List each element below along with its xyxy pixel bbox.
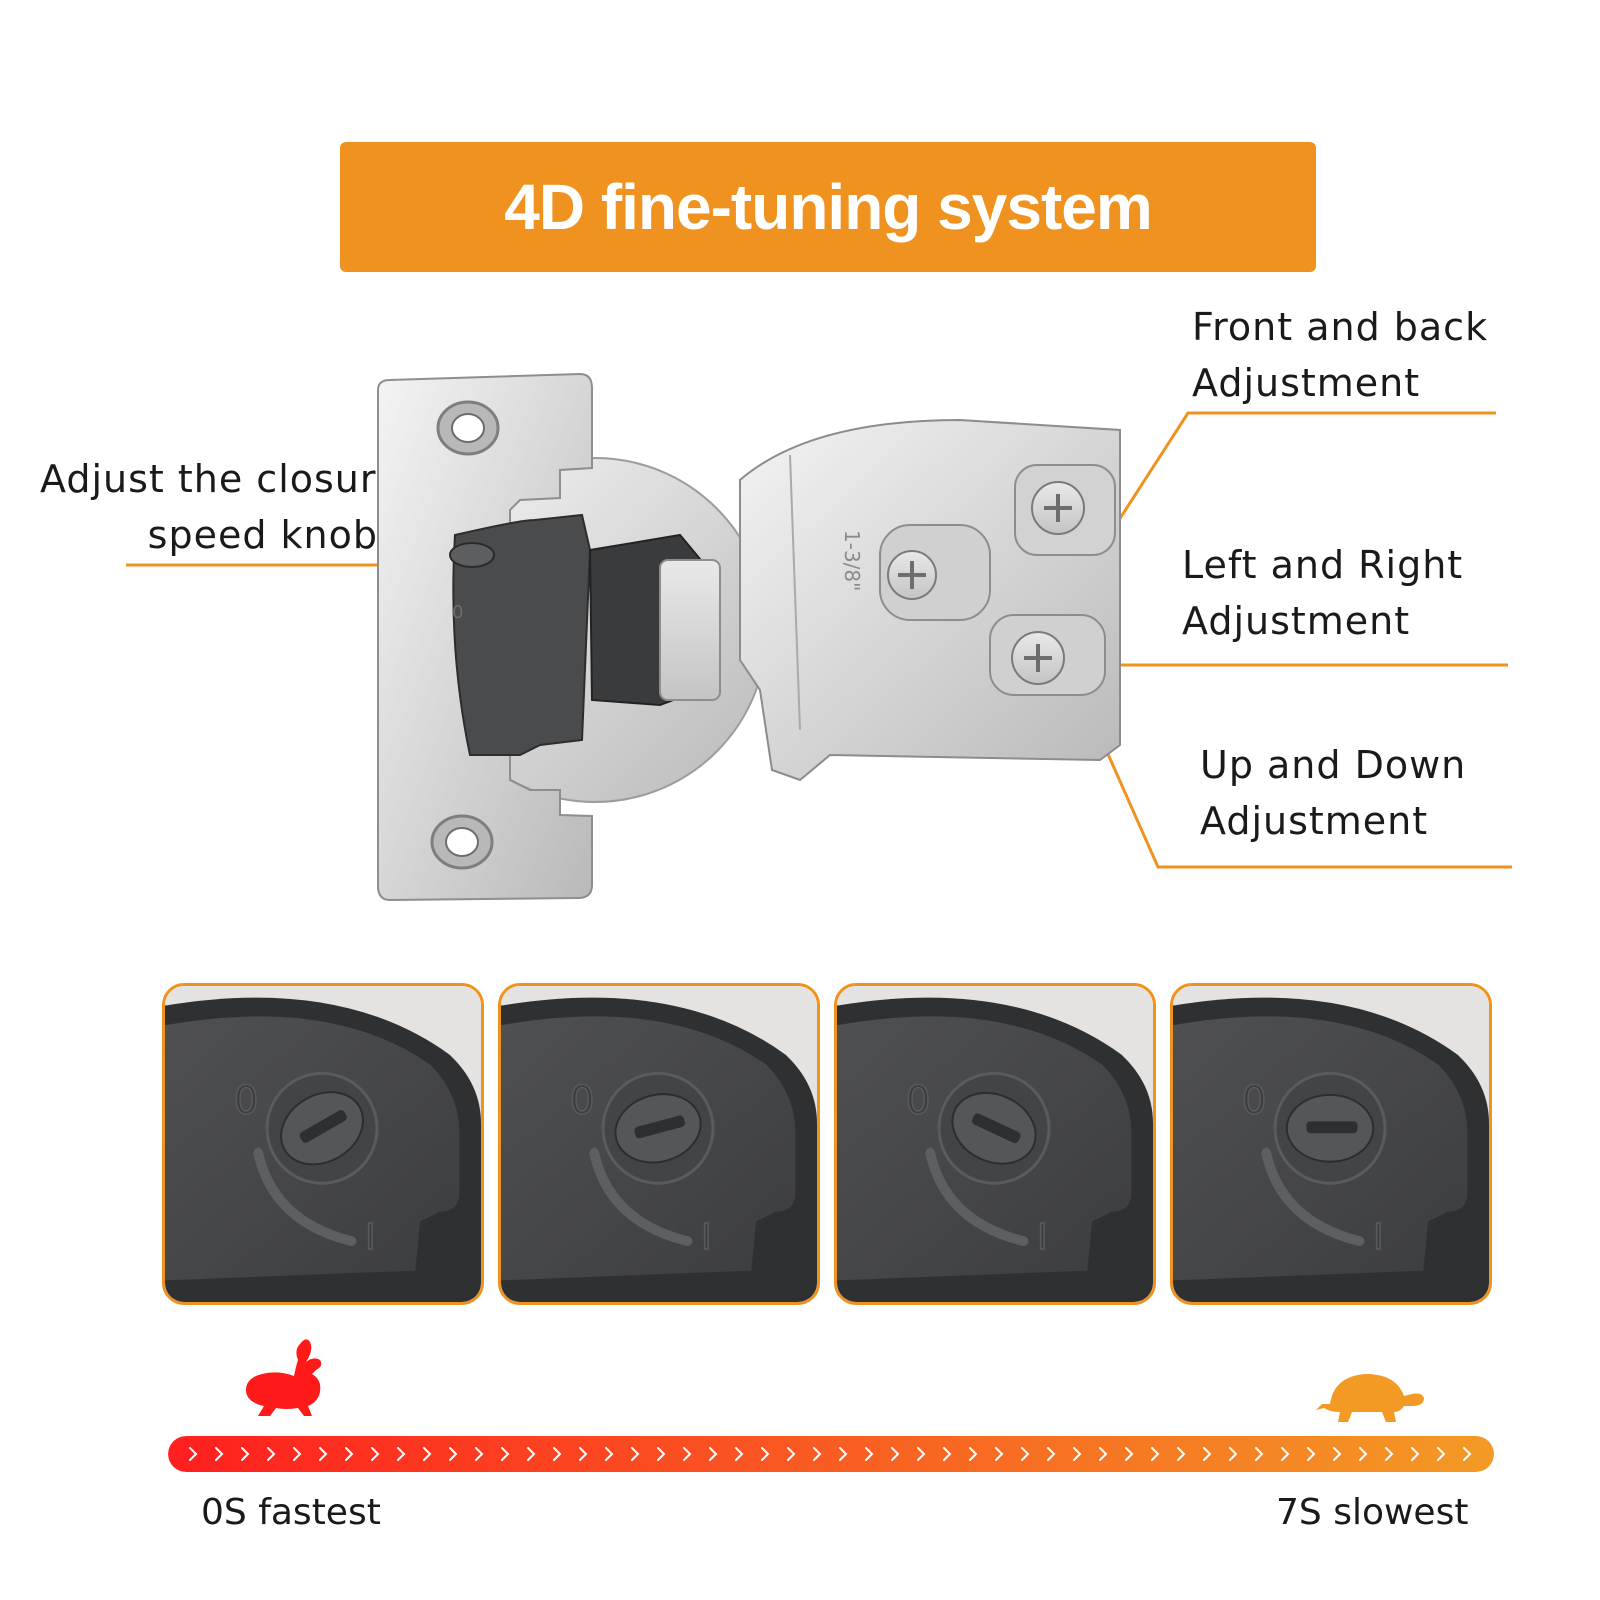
- knob-dial-4: [1285, 1093, 1375, 1163]
- dial-one-mark-4: I: [1373, 1217, 1383, 1258]
- dial-zero-mark-4: 0: [1242, 1079, 1267, 1124]
- callout-up-down-line1: Up and Down: [1200, 743, 1467, 787]
- knob-closeup-1: 0 I: [165, 986, 481, 1302]
- callout-front-back-line2: Adjustment: [1192, 361, 1421, 405]
- dial-zero-mark-2: 0: [570, 1079, 595, 1124]
- dial-one-mark-1: I: [365, 1217, 375, 1258]
- knob-card-3: 0 I: [834, 983, 1156, 1305]
- callout-front-back-line1: Front and back: [1192, 305, 1489, 349]
- knob-closeup-2: 0 I: [501, 986, 817, 1302]
- callout-front-back: Front and back Adjustment: [1192, 299, 1488, 411]
- arm-size-marking: 1-3/8": [840, 530, 864, 591]
- dial-zero-mark-1: 0: [234, 1079, 259, 1124]
- rabbit-icon: [246, 1339, 322, 1416]
- callout-up-down: Up and Down Adjustment: [1200, 737, 1466, 849]
- callout-closure-speed-line1: Adjust the closure: [40, 457, 401, 501]
- callout-up-down-line2: Adjustment: [1200, 799, 1429, 843]
- knob-closeup-4: 0 I: [1173, 986, 1489, 1302]
- fastest-label: 0S fastest: [201, 1492, 381, 1533]
- damper-body: [452, 513, 592, 756]
- speed-gradient-bar: [168, 1436, 1494, 1472]
- knob-dial-2: [614, 1093, 702, 1164]
- callout-left-right: Left and Right Adjustment: [1182, 537, 1463, 649]
- callout-left-right-line1: Left and Right: [1182, 543, 1464, 587]
- dial-zero-mark-3: 0: [906, 1079, 931, 1124]
- knob-dial-1: [280, 1091, 364, 1166]
- callout-left-right-line2: Adjustment: [1182, 599, 1411, 643]
- turtle-icon: [1316, 1374, 1424, 1422]
- slowest-label: 7S slowest: [1276, 1492, 1469, 1533]
- knob-mark-zero: 0: [452, 602, 463, 623]
- title-banner: 4D fine-tuning system: [340, 142, 1316, 272]
- callout-closure-speed: Adjust the closure speed knob: [40, 451, 401, 563]
- knob-card-2: 0 I: [498, 983, 820, 1305]
- knob-closeup-3: 0 I: [837, 986, 1153, 1302]
- knob-card-4: 0 I: [1170, 983, 1492, 1305]
- hinge-illustration: 0 1-3/8": [377, 372, 1121, 902]
- knob-card-1: 0 I: [162, 983, 484, 1305]
- dial-one-mark-3: I: [1037, 1217, 1047, 1258]
- speed-knob: [449, 542, 495, 568]
- knob-dial-3: [951, 1091, 1037, 1165]
- dial-one-mark-2: I: [701, 1217, 711, 1258]
- callout-closure-speed-line2: speed knob: [147, 513, 378, 557]
- page-title: 4D fine-tuning system: [504, 171, 1153, 243]
